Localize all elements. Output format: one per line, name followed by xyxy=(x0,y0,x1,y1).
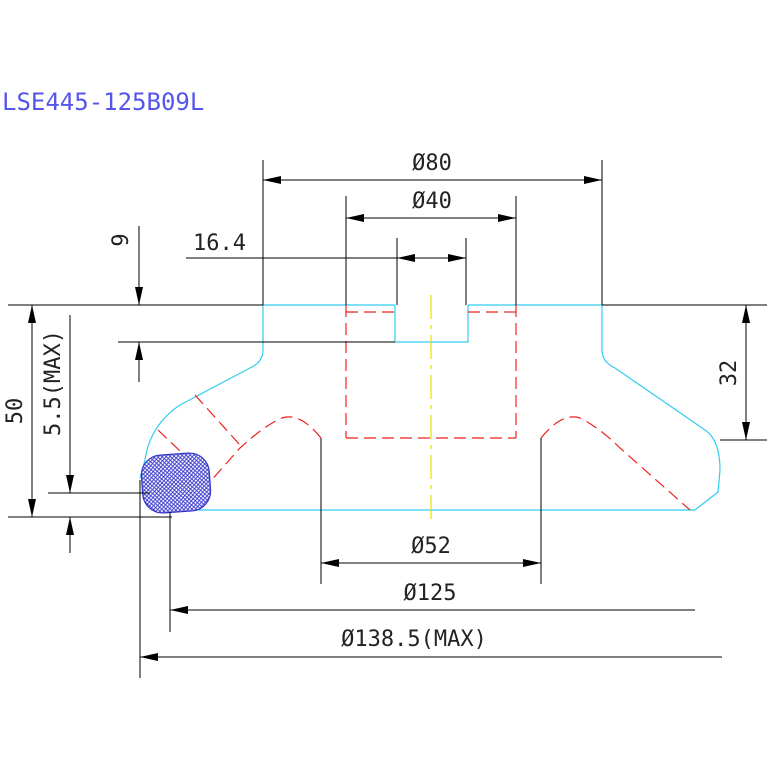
dim-5-5-max: 5.5(MAX) xyxy=(41,330,66,436)
seal-section xyxy=(140,452,212,514)
extension-lines xyxy=(8,160,767,678)
hidden-lines xyxy=(157,305,691,511)
dim-diameter-125: Ø125 xyxy=(404,581,457,606)
dimension-lines xyxy=(28,176,750,661)
part-outline xyxy=(139,304,721,511)
dim-diameter-80: Ø80 xyxy=(412,151,452,176)
dim-9: 9 xyxy=(109,233,134,246)
dim-50: 50 xyxy=(3,398,28,425)
drawing-title: LSE445-125B09L xyxy=(2,88,204,116)
dim-diameter-40: Ø40 xyxy=(412,189,452,214)
dim-16-4: 16.4 xyxy=(193,231,246,256)
dim-diameter-52: Ø52 xyxy=(411,534,451,559)
dim-32: 32 xyxy=(717,360,742,387)
dim-diameter-138-5-max: Ø138.5(MAX) xyxy=(341,627,487,652)
